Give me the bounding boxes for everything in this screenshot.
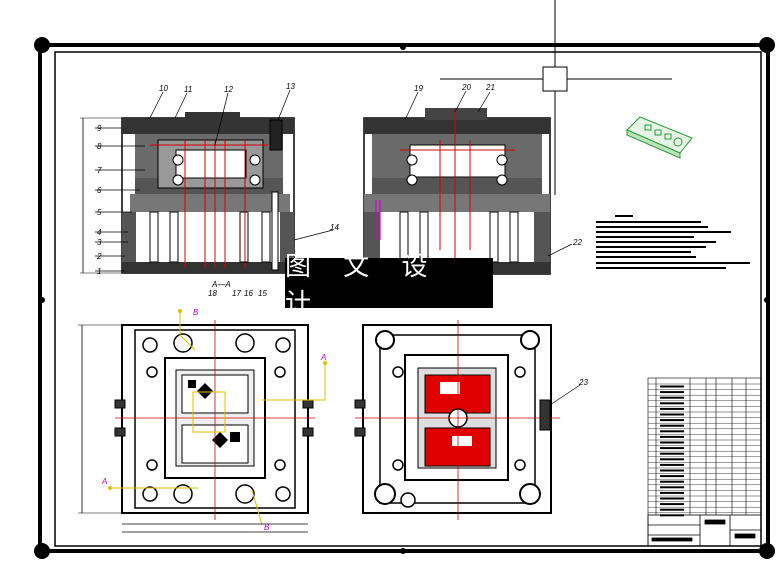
callout-22: 22 xyxy=(572,238,582,247)
watermark-banner: 图 文 设 计 xyxy=(285,252,493,319)
table-cell-text xyxy=(660,458,684,461)
section-label-aa: A—A xyxy=(211,280,231,289)
callout-20: 20 xyxy=(461,83,471,92)
callout-19: 19 xyxy=(414,84,423,93)
corner-mark xyxy=(759,543,775,559)
corner-mark xyxy=(34,543,50,559)
table-cell-text xyxy=(660,480,684,483)
section-mark-a-right: A xyxy=(320,353,326,362)
title-block xyxy=(647,514,762,547)
callout-6: 6 xyxy=(97,186,102,195)
callout-18: 18 xyxy=(208,289,217,298)
callout-10: 10 xyxy=(159,84,168,93)
table-cell-text xyxy=(660,385,684,388)
section-mark-b-top: B xyxy=(193,308,199,317)
table-cell-text xyxy=(660,407,684,410)
callout-4: 4 xyxy=(97,228,102,237)
callout-3: 3 xyxy=(97,238,102,247)
table-cell-text xyxy=(660,486,684,489)
callout-labels-left: 9 8 7 6 5 4 3 2 1 10 11 12 13 14 18 17 1… xyxy=(96,82,339,298)
section-mark-a-left: A xyxy=(101,477,107,486)
callouts-right xyxy=(404,90,573,257)
table-cell-text xyxy=(660,497,684,500)
table-cell-text xyxy=(660,469,684,472)
callout-9: 9 xyxy=(97,124,102,133)
callout-14: 14 xyxy=(330,223,339,232)
callout-13: 13 xyxy=(286,82,295,91)
table-cell-text xyxy=(660,413,684,416)
crosshair-cursor xyxy=(440,0,672,195)
table-cell-text xyxy=(660,402,684,405)
table-cell-text xyxy=(660,435,684,438)
technical-notes xyxy=(596,215,750,269)
table-cell-text xyxy=(660,419,684,422)
front-section-view xyxy=(80,112,295,274)
table-cell-text xyxy=(660,430,684,433)
callout-8: 8 xyxy=(97,142,102,151)
callout-1: 1 xyxy=(97,267,101,276)
callout-11: 11 xyxy=(184,85,192,94)
table-cell-text xyxy=(660,452,684,455)
corner-mark xyxy=(34,37,50,53)
callouts-left xyxy=(95,89,334,272)
watermark-text: 图 文 设 计 xyxy=(285,252,440,319)
table-cell-text xyxy=(660,463,684,466)
moving-half-plan-view xyxy=(78,309,327,533)
cavity-lower xyxy=(424,427,491,467)
callout-16: 16 xyxy=(244,289,253,298)
table-cell-text xyxy=(660,396,684,399)
callout-21: 21 xyxy=(485,83,495,92)
callout-12: 12 xyxy=(224,85,233,94)
table-cell-text xyxy=(660,508,684,511)
parts-list-rows xyxy=(648,383,761,517)
table-cell-text xyxy=(660,441,684,444)
table-cell-text xyxy=(660,503,684,506)
callout-7: 7 xyxy=(97,166,102,175)
callout-23: 23 xyxy=(578,378,588,387)
fixed-half-plan-view xyxy=(354,320,581,520)
corner-mark xyxy=(759,37,775,53)
callout-2: 2 xyxy=(96,252,102,261)
callout-17: 17 xyxy=(232,289,241,298)
table-cell-text xyxy=(660,447,684,450)
table-cell-text xyxy=(660,491,684,494)
isometric-part-view xyxy=(626,116,693,159)
sheet-border xyxy=(34,37,775,559)
side-section-view xyxy=(363,108,551,275)
table-cell-text xyxy=(660,391,684,394)
section-mark-b-bottom: B xyxy=(264,523,270,532)
callout-15: 15 xyxy=(258,289,267,298)
callout-5: 5 xyxy=(97,208,102,217)
table-cell-text xyxy=(660,475,684,478)
table-cell-text xyxy=(660,424,684,427)
